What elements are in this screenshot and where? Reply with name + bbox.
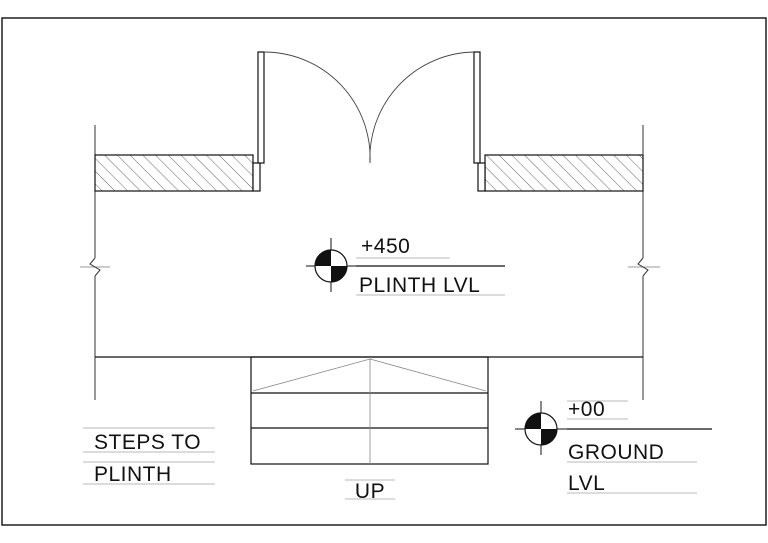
steps-note-underlines [83,427,215,485]
steps-note-line1: STEPS TO [94,431,201,454]
plinth-level-label: PLINTH LVL [359,274,480,297]
drawing-frame [1,17,767,526]
stair-direction-label: UP [355,480,385,503]
steps [250,356,489,465]
plinth-level-value: +450 [361,235,410,258]
ground-level-label-line2: LVL [568,472,605,495]
left-door-leaf [257,51,265,164]
ground-level-marker [515,400,712,494]
left-wall-hatched [94,154,254,192]
plinth-level-marker [306,238,505,296]
door-swing-arcs [263,51,475,164]
steps-note-line2: PLINTH [94,463,172,486]
steps-direction-arrow [252,357,487,464]
right-wall-hatched [484,154,644,192]
right-door-leaf [473,51,481,164]
ground-level-label-line1: GROUND [568,441,664,464]
door-jambs [252,162,486,192]
stair-direction-underlines [345,479,395,500]
ground-level-value: +00 [568,398,605,421]
